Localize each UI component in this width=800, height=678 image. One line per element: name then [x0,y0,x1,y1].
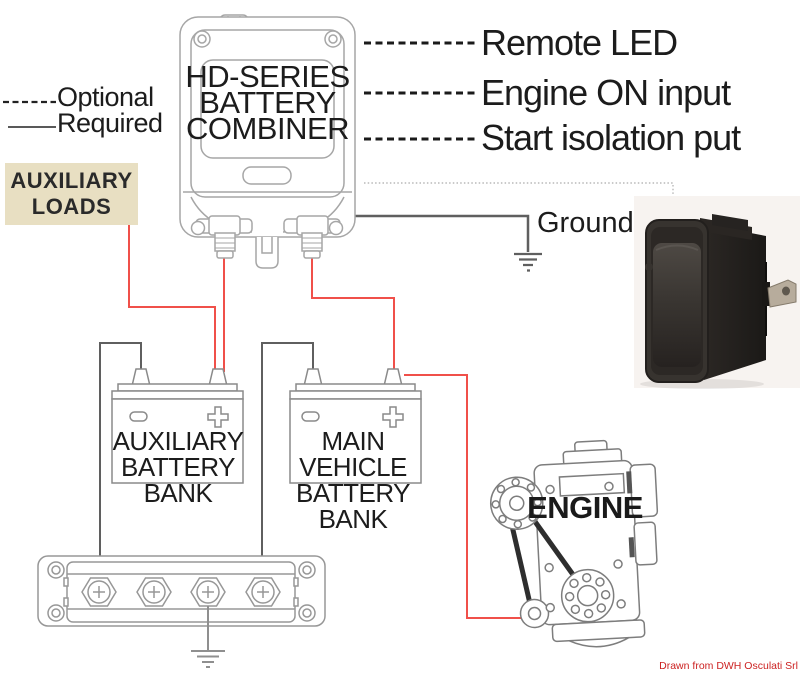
combiner-drawing [179,14,356,269]
main-battery-drawing [289,368,422,484]
minus-terminal-icon [129,411,148,422]
remote-led-label: Remote LED [481,22,678,63]
engine-small-pulley [519,598,550,629]
legend-required-label: Required [57,108,163,138]
plus-terminal-icon [382,406,404,428]
auxiliary-loads-line2: LOADS [31,194,112,219]
ground-label: Ground [537,207,634,239]
ground-symbol-icon [191,606,225,668]
combiner-label-line2: BATTERY [199,85,336,120]
auxiliary-loads-box: AUXILIARY LOADS [5,163,138,225]
combiner-label-line3: COMBINER [185,111,350,146]
aux-battery-label: AUXILIARY BATTERY BANK [95,428,261,506]
credit-text: Drawn from DWH Osculati Srl [659,660,798,672]
combiner-label-line1: HD-SERIES [185,59,350,94]
terminal-dashed-lines [364,41,477,141]
aux-battery-label-line1: AUXILIARY [112,426,244,456]
plus-terminal-icon [207,406,229,428]
legend-optional-label: Optional [57,82,154,112]
combiner-stud-left [214,232,236,259]
main-battery-label: MAIN VEHICLE BATTERY BANK [270,428,436,532]
aux-battery-drawing [111,368,244,484]
engine-main-pulley [560,568,615,623]
combiner-label: HD-SERIES BATTERY COMBINER [180,59,355,146]
main-battery-label-line1: MAIN VEHICLE [299,426,407,482]
aux-battery-label-line2: BATTERY [120,452,236,482]
optional-dotted-line [364,182,674,197]
engine-label: ENGINE [527,490,643,525]
rocker-switch-image [634,196,800,389]
ground-symbol-icon [514,252,542,272]
auxiliary-loads-line1: AUXILIARY [10,168,133,193]
busbar-drawing [37,555,326,668]
minus-terminal-icon [301,411,320,422]
engine-drawing [489,439,659,648]
main-battery-label-line2: BATTERY [295,478,411,508]
combiner-stud-right [301,232,323,259]
spade-terminal [762,279,797,308]
start-isolation-label: Start isolation put [481,117,741,158]
ground-wire [355,214,530,252]
main-battery-label-line3: BANK [318,504,388,534]
aux-battery-label-line3: BANK [143,478,213,508]
engine-on-input-label: Engine ON input [481,72,731,113]
negative-wires-gray [99,342,314,586]
busbar-terminals [81,577,281,607]
required-wires-red [128,225,524,619]
engine-upper-pulley [489,476,544,531]
